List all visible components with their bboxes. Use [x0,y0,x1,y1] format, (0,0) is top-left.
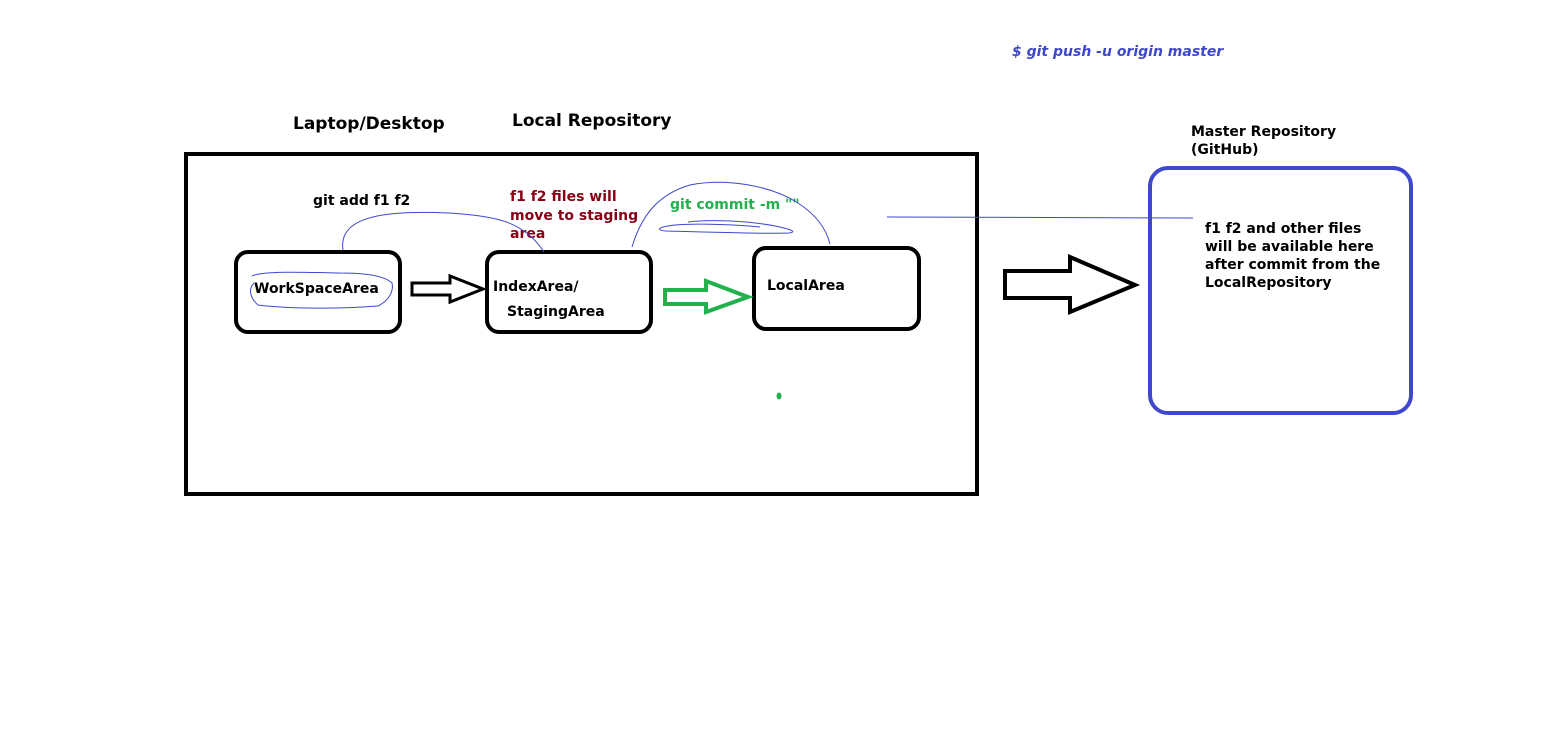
staging-area-label: StagingArea [507,304,605,320]
workspace-area-box [234,250,402,334]
master-note-line-3: after commit from the [1205,257,1381,273]
staging-note-line-1: f1 f2 files will [510,189,617,205]
local-machine-frame [184,152,979,496]
git-commit-command: git commit -m "" [670,197,800,213]
master-note-line-2: will be available here [1205,239,1374,255]
master-note-line-4: LocalRepository [1205,275,1332,291]
local-repository-label: Local Repository [512,111,672,131]
master-repository-subtitle: (GitHub) [1191,142,1259,158]
push-arrow [1003,253,1141,315]
master-repository-title: Master Repository [1191,124,1337,140]
workspace-area-label: WorkSpaceArea [254,281,379,297]
master-repository-box [1148,166,1413,415]
index-area-label: IndexArea/ [493,279,579,295]
local-area-label: LocalArea [767,278,845,294]
git-push-command: $ git push -u origin master [1012,44,1224,60]
staging-note-line-2: move to staging [510,208,639,224]
staging-note-line-3: area [510,226,546,242]
master-note-line-1: f1 f2 and other files [1205,221,1362,237]
local-area-box [752,246,921,331]
git-add-command: git add f1 f2 [313,193,411,209]
laptop-desktop-label: Laptop/Desktop [293,114,445,134]
